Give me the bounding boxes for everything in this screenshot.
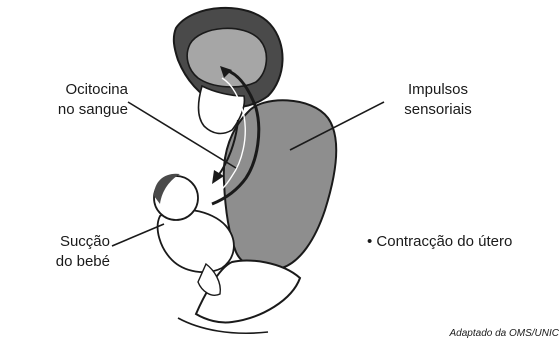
label-oxytocin-in-blood: Ocitocina no sangue (4, 80, 128, 120)
label-baby-suction: Sucção do bebé (18, 232, 110, 272)
pointer-suction (112, 224, 164, 246)
label-suction-line2: do bebé (18, 252, 110, 272)
label-impulses-line2: sensoriais (378, 100, 498, 120)
brain (187, 28, 266, 87)
label-impulses-line1: Impulsos (378, 80, 498, 100)
label-sensory-impulses: Impulsos sensoriais (378, 80, 498, 120)
source-credit: Adaptado da OMS/UNIC (450, 328, 559, 339)
label-uterus-contraction: • Contracção do útero (367, 232, 512, 252)
label-suction-line1: Sucção (18, 232, 110, 252)
label-oxytocin-line1: Ocitocina (4, 80, 128, 100)
label-oxytocin-line2: no sangue (4, 100, 128, 120)
blood-arrow-down (212, 170, 224, 184)
